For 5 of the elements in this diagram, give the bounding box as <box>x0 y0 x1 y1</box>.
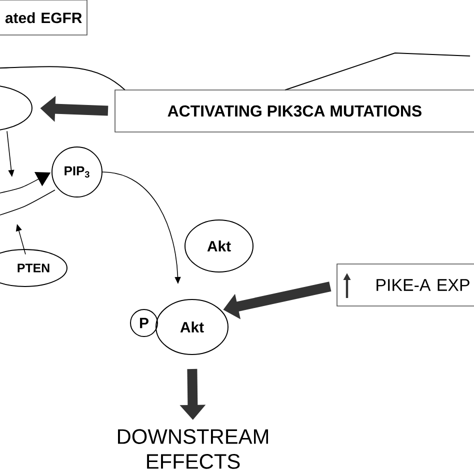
label-box: ated EGFR <box>0 0 88 36</box>
connector-line <box>0 190 56 216</box>
effect-text: DOWNSTREAM EFFECTS <box>118 429 268 469</box>
label-box: PIKE-A EXP <box>336 264 474 306</box>
label-box: ACTIVATING PIK3CA MUTATIONS <box>114 90 474 132</box>
